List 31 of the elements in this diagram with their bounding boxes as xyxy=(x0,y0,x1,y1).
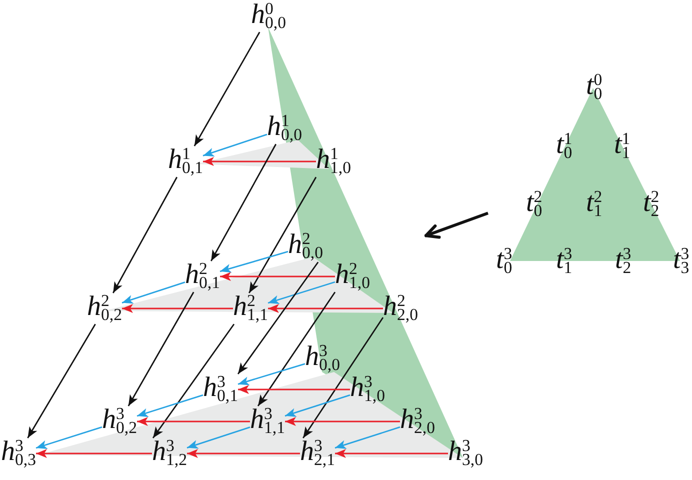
arrow xyxy=(257,292,336,406)
arrow xyxy=(268,281,336,304)
arrow xyxy=(136,394,204,417)
arrow xyxy=(284,394,350,417)
arrow xyxy=(112,176,178,294)
arrow xyxy=(186,426,250,449)
arrow xyxy=(302,317,384,438)
arrow xyxy=(203,157,316,166)
arrow xyxy=(285,417,400,426)
arrow xyxy=(36,449,152,458)
arrow xyxy=(334,426,400,449)
arrow xyxy=(220,272,335,281)
arrow xyxy=(248,176,317,294)
arrow xyxy=(187,449,300,458)
arrow xyxy=(128,292,194,406)
arrow xyxy=(137,417,250,426)
arrow xyxy=(194,32,260,146)
arrow xyxy=(238,363,306,386)
arrow xyxy=(27,324,96,438)
arrow xyxy=(424,212,489,239)
arrow xyxy=(202,134,268,156)
arrow xyxy=(237,262,319,374)
arrow xyxy=(122,282,186,304)
arrow xyxy=(220,250,288,273)
arrow xyxy=(268,304,383,313)
arrow xyxy=(210,144,277,262)
arrow xyxy=(152,324,235,438)
arrow xyxy=(122,304,233,313)
arrow xyxy=(238,385,350,394)
arrow xyxy=(335,449,448,458)
arrow xyxy=(36,426,102,449)
